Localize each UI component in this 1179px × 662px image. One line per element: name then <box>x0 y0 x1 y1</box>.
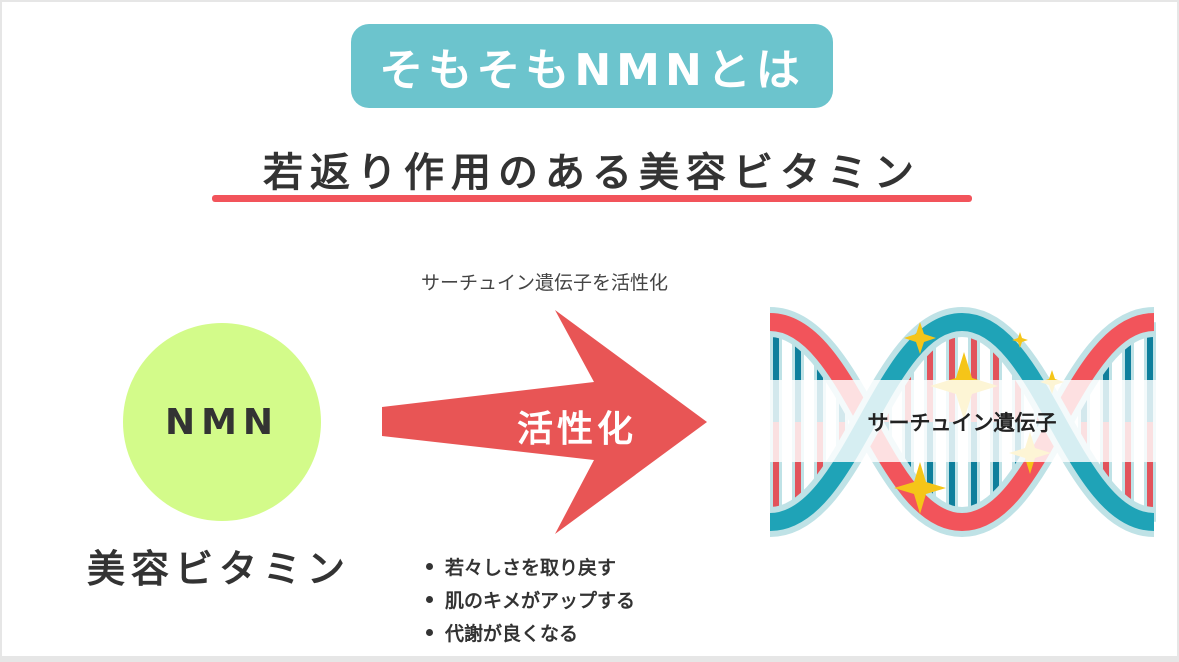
dna-icon <box>762 306 1162 538</box>
subtitle-underline <box>212 195 972 202</box>
dna-label: サーチュイン遺伝子 <box>867 411 1057 435</box>
dna-rung <box>927 422 933 509</box>
dna-rung <box>949 422 955 521</box>
dna-rung <box>1147 422 1153 522</box>
effect-item: 代謝が良くなる <box>426 616 635 649</box>
dna-rung <box>795 422 801 512</box>
dna-rung <box>1125 330 1131 422</box>
subtitle: 若返り作用のある美容ビタミン <box>263 150 921 196</box>
dna-rung <box>949 323 955 422</box>
arrow-caption: サーチュイン遺伝子を活性化 <box>420 272 668 294</box>
nmn-circle: NMN <box>123 323 321 521</box>
dna-rung <box>1147 322 1153 422</box>
title-pill: そもそもNMNとは <box>351 24 833 108</box>
dna-rung <box>993 422 999 507</box>
dna-rung <box>971 422 977 521</box>
effects-list: 若々しさを取り戻す 肌のキメがアップする 代謝が良くなる <box>426 550 635 649</box>
dna-rung <box>773 422 779 522</box>
arrow-label: 活性化 <box>517 409 638 450</box>
dna-rung <box>795 332 801 422</box>
dna-rung <box>1125 422 1131 514</box>
effect-item: 若々しさを取り戻す <box>426 550 635 583</box>
dna-rung <box>971 323 977 422</box>
dna-rung <box>927 335 933 422</box>
effect-item: 肌のキメがアップする <box>426 583 635 616</box>
nmn-label: NMN <box>164 401 280 443</box>
dna-rung <box>773 322 779 422</box>
nmn-caption: 美容ビタミン <box>87 547 352 591</box>
dna-rung <box>993 337 999 422</box>
